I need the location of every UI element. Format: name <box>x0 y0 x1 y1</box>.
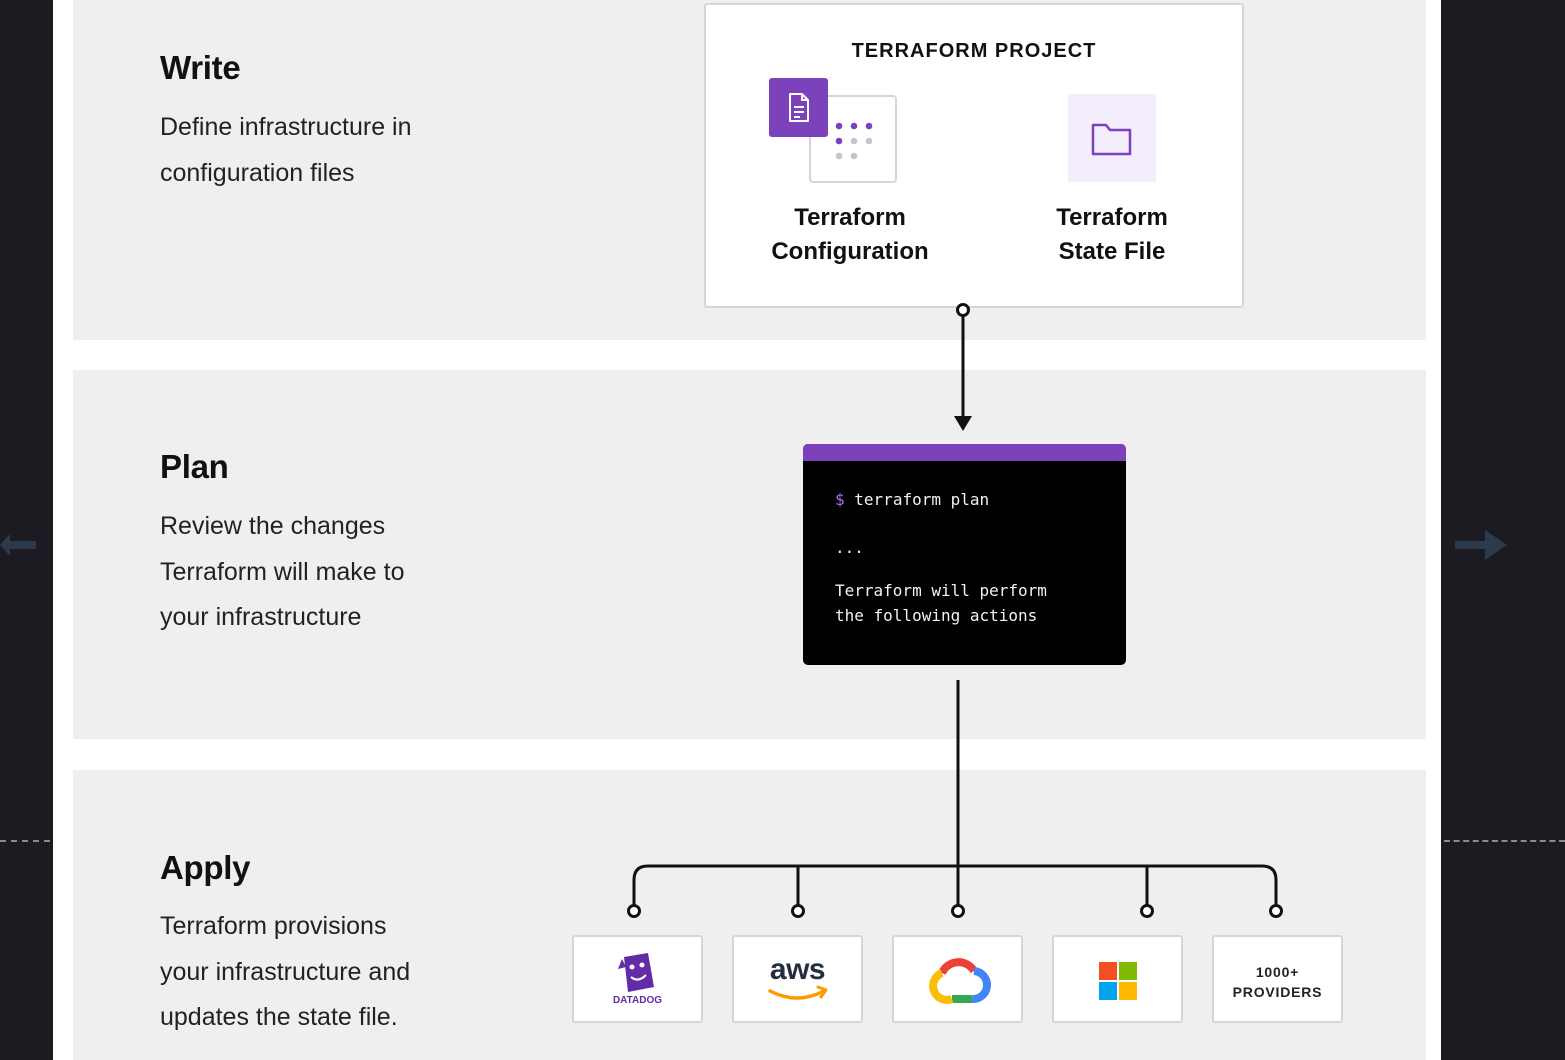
project-connector-node <box>956 303 970 317</box>
dashed-guide-left <box>0 840 50 842</box>
terminal-title-bar <box>803 444 1126 461</box>
datadog-label: DATADOG <box>612 995 663 1006</box>
provider-bus-line <box>632 864 1278 905</box>
config-label: Terraform Configuration <box>771 204 929 265</box>
terminal-prompt: $ <box>835 490 845 509</box>
right-arrow-icon[interactable] <box>1455 528 1509 562</box>
document-icon <box>769 78 828 137</box>
folder-glyph <box>1091 123 1132 156</box>
dashed-guide-right <box>1444 840 1565 842</box>
provider-microsoft <box>1052 935 1183 1023</box>
provider-more: 1000+ PROVIDERS <box>1212 935 1343 1023</box>
provider-google-cloud <box>892 935 1023 1023</box>
microsoft-logo <box>1099 962 1137 1000</box>
plan-panel <box>73 370 1426 739</box>
terminal-window: $ terraform plan ... Terraform will perf… <box>803 444 1126 665</box>
terminal-ellipsis: ... <box>835 538 864 557</box>
dots-grid-icon <box>835 122 873 160</box>
down-arrow-head <box>954 416 972 431</box>
apply-heading: Apply <box>160 849 251 886</box>
plan-heading: Plan <box>160 448 229 485</box>
terminal-command-line: $ terraform plan <box>835 490 989 509</box>
gcp-connector-node <box>951 904 965 918</box>
azure-connector-node <box>1140 904 1154 918</box>
folder-icon <box>1068 94 1156 182</box>
datadog-connector-node <box>627 904 641 918</box>
plan-description: Review the changes Terraform will make t… <box>160 512 405 631</box>
terraform-project-box: TERRAFORM PROJECT Terraform Configuratio… <box>704 3 1244 308</box>
aws-label: aws <box>769 953 826 986</box>
project-title: TERRAFORM PROJECT <box>851 40 1097 62</box>
providers-count: 1000+ PROVIDERS <box>1232 964 1323 1000</box>
left-arrow-icon[interactable] <box>0 528 38 562</box>
terminal-output-line-1: Terraform will perform <box>835 581 1047 600</box>
google-cloud-logo <box>929 958 992 1004</box>
terminal-command: terraform plan <box>854 490 990 509</box>
write-heading: Write <box>160 49 241 86</box>
write-description: Define infrastructure in configuration f… <box>160 113 412 187</box>
apply-description: Terraform provisions your infrastructure… <box>160 912 411 1031</box>
aws-connector-node <box>791 904 805 918</box>
datadog-logo <box>618 953 654 992</box>
provider-aws: aws <box>732 935 863 1023</box>
aws-logo <box>768 985 828 1000</box>
terminal-output-line-2: the following actions <box>835 606 1038 625</box>
state-file-label: Terraform State File <box>1056 204 1168 265</box>
more-connector-node <box>1269 904 1283 918</box>
document-glyph <box>789 93 809 122</box>
provider-datadog: DATADOG <box>572 935 703 1023</box>
